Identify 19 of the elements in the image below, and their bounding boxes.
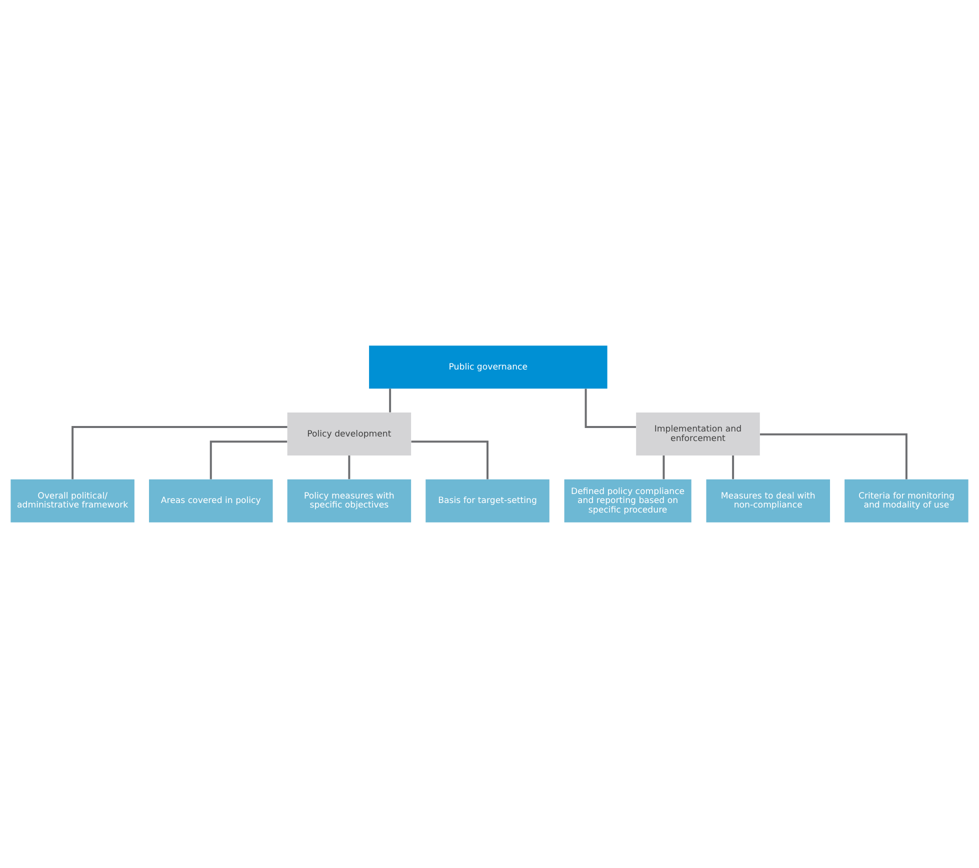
node-box: Basis for target-setting (426, 479, 550, 522)
connector (348, 456, 350, 480)
node-box: Overall political/ administrative framework (10, 479, 134, 522)
connector (411, 440, 488, 480)
connector (662, 456, 665, 480)
node-box: Policy development (287, 412, 412, 456)
connector (732, 456, 734, 480)
node-box: Public governance (369, 346, 608, 389)
connector (72, 426, 288, 480)
node-box: Policy measures with specific objectives (287, 479, 412, 522)
node-box: Defined policy compliance and reporting based on specific procedure (564, 479, 692, 522)
node-box: Criteria for monitoring and modality of use (844, 479, 968, 522)
connector (760, 433, 908, 480)
node-box: Implementation and enforcement (636, 412, 760, 456)
node-box: Measures to deal with non-compliance (706, 479, 830, 522)
node-box: Areas covered in policy (149, 479, 273, 522)
connector (389, 388, 392, 412)
connector (584, 388, 636, 428)
connector (210, 440, 288, 480)
